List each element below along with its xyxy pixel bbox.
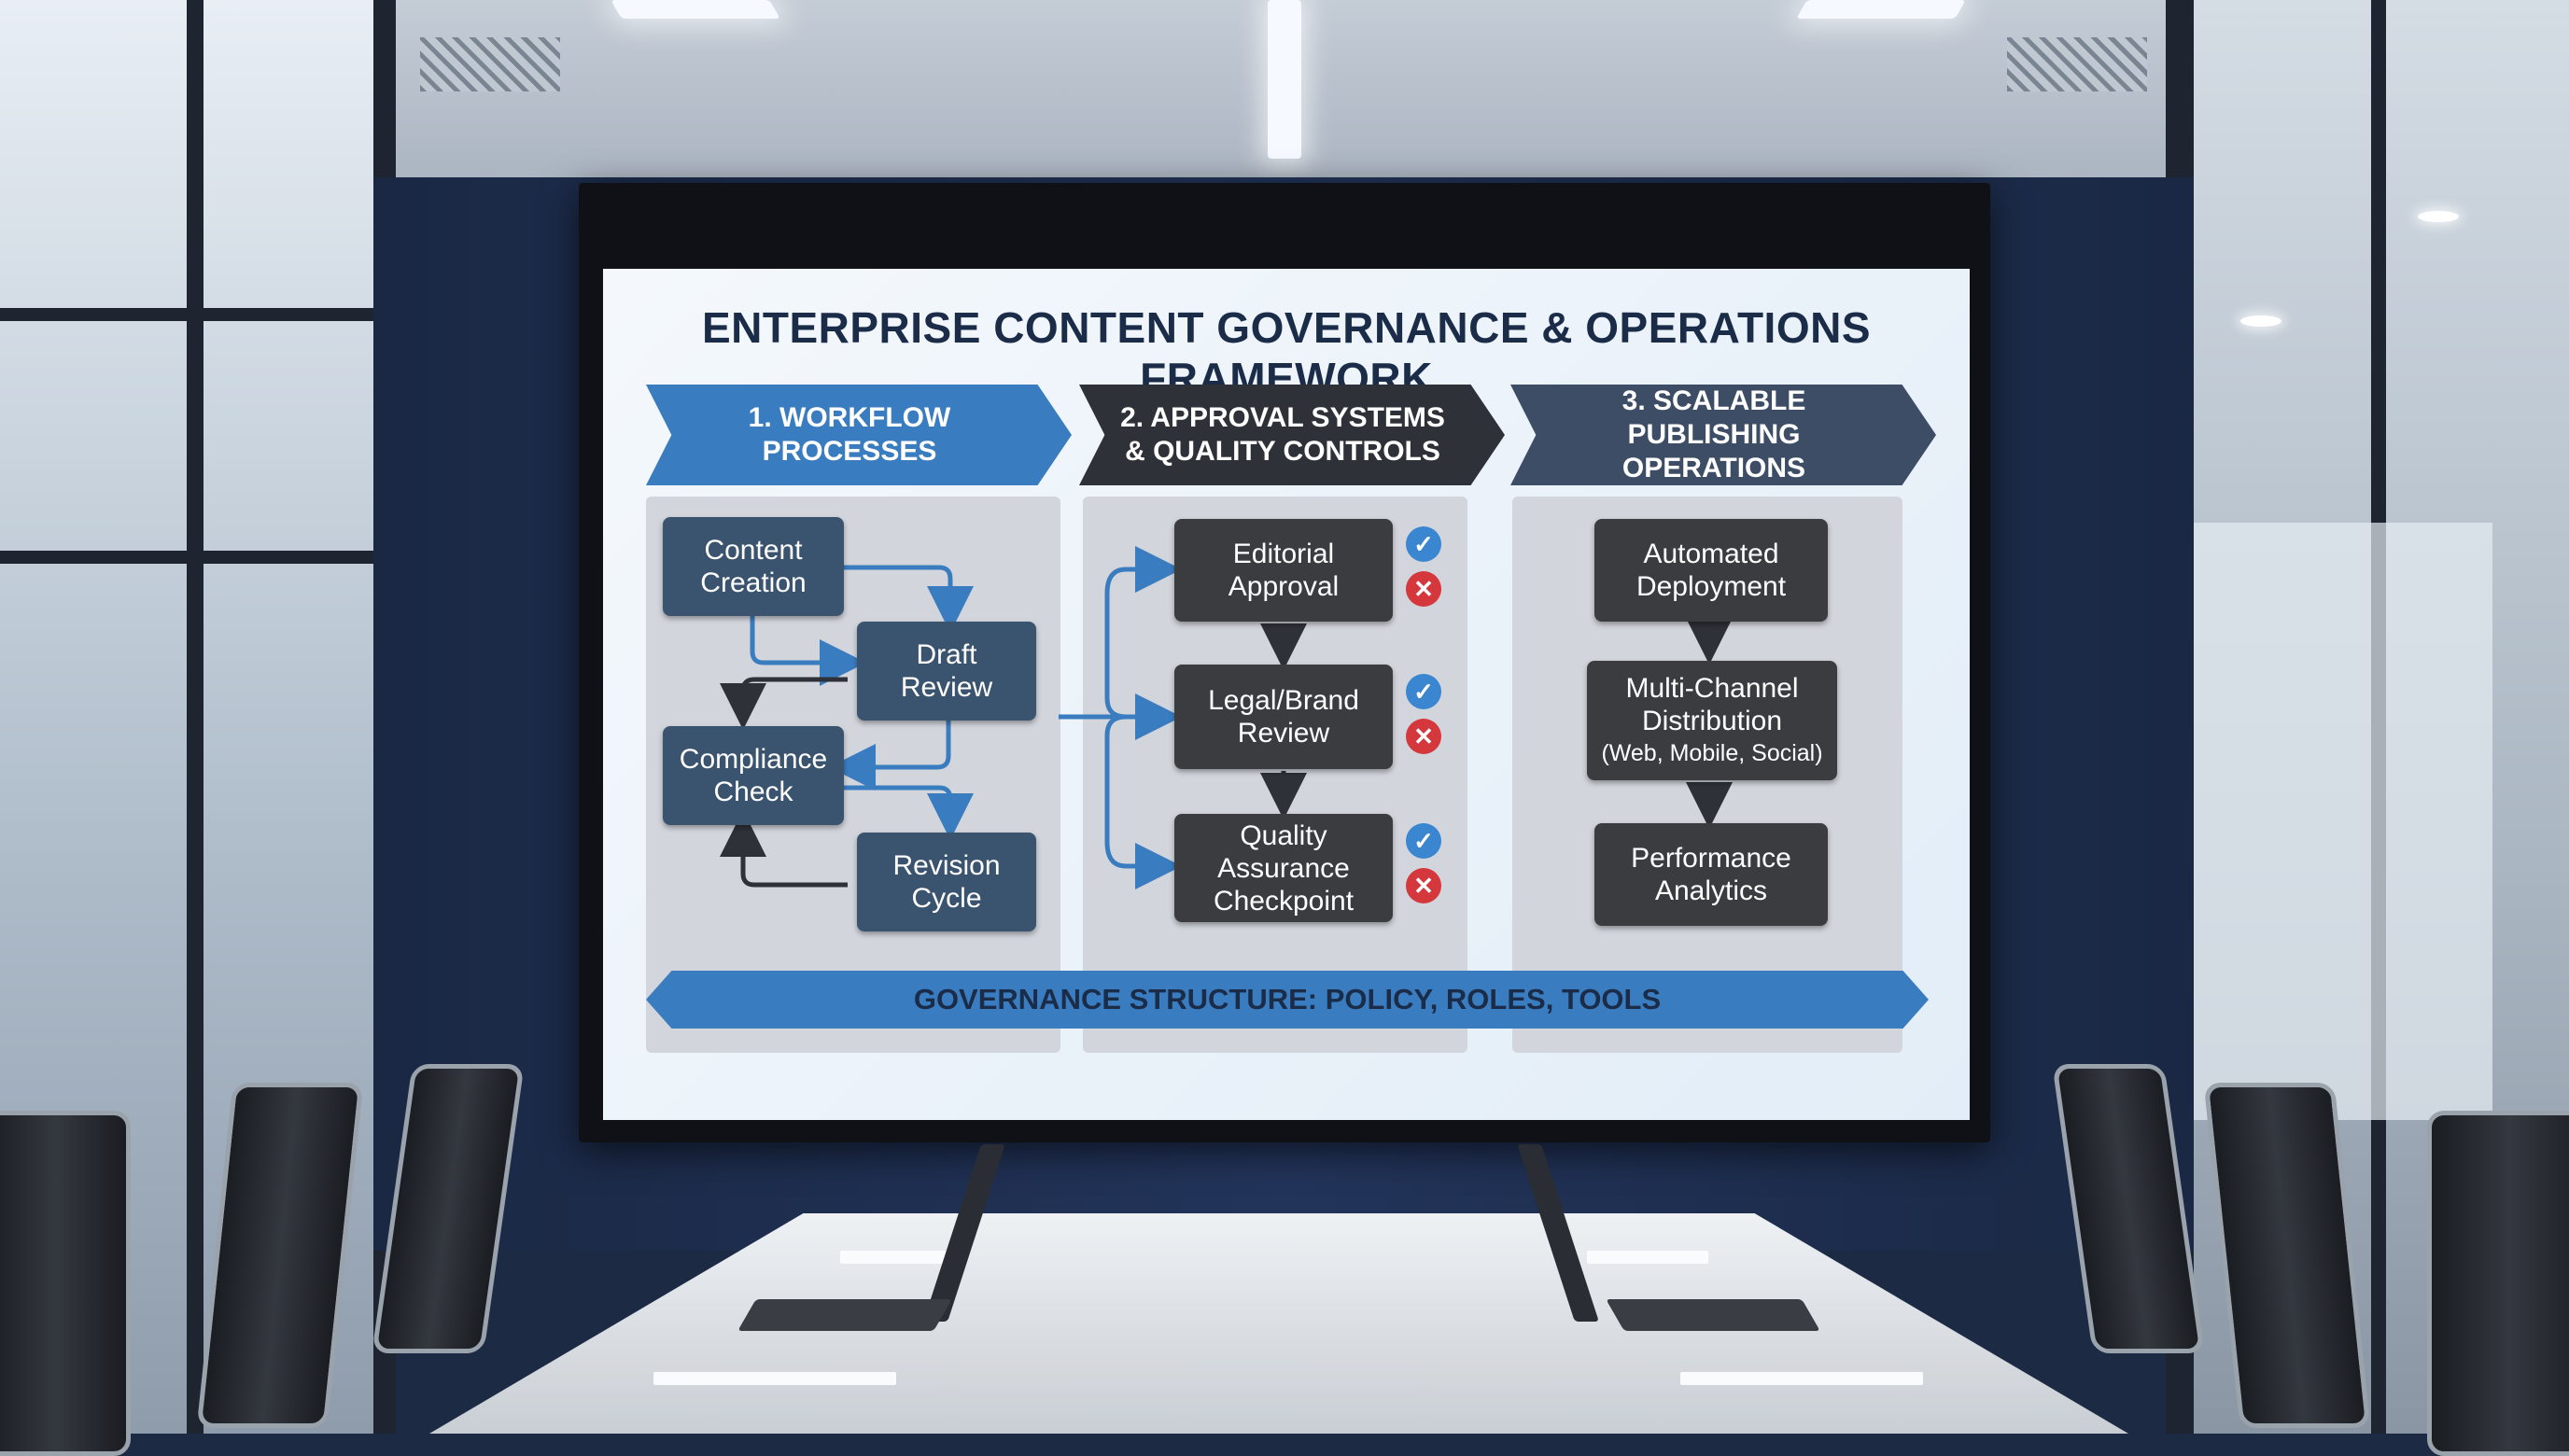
flow-arrow [829, 706, 951, 791]
flow-arrow [844, 785, 974, 840]
compliance-check-box: Compliance Check [663, 726, 844, 825]
check-icon: ✓ [1406, 674, 1441, 709]
laptop-base [737, 1299, 952, 1331]
multi-channel-distribution-box: Multi-Channel Distribution (Web, Mobile,… [1587, 661, 1837, 780]
editorial-approval-box: Editorial Approval [1174, 519, 1393, 622]
flow-arrow [844, 565, 974, 633]
legal-brand-review-box: Legal/Brand Review [1174, 665, 1393, 769]
flow-arrow [720, 810, 848, 888]
flow-arrow [750, 616, 866, 686]
window-mullion [187, 0, 204, 1434]
multi-channel-title: Multi-Channel Distribution [1625, 672, 1799, 736]
office-chair [0, 1111, 131, 1456]
performance-analytics-box: Performance Analytics [1594, 823, 1828, 926]
table-placard [1587, 1251, 1708, 1264]
quality-assurance-box: Quality Assurance Checkpoint [1174, 814, 1393, 922]
laptop-base [1606, 1299, 1820, 1331]
office-chair [2427, 1111, 2569, 1456]
check-icon: ✓ [1406, 526, 1441, 562]
section-label: 2. APPROVAL SYSTEMS & QUALITY CONTROLS [1120, 402, 1445, 467]
revision-cycle-box: Revision Cycle [857, 833, 1036, 931]
ceiling-light [611, 0, 780, 19]
window-mullion [0, 551, 392, 564]
multi-channel-subtitle: (Web, Mobile, Social) [1601, 739, 1823, 766]
reject-icon: ✕ [1406, 571, 1441, 607]
frosted-glass [2184, 523, 2492, 1120]
draft-review-box: Draft Review [857, 622, 1036, 721]
table-placard [653, 1372, 896, 1385]
flow-arrow [720, 677, 848, 730]
flow-arrow [1104, 546, 1182, 720]
reject-icon: ✕ [1406, 719, 1441, 754]
air-vent [2007, 37, 2147, 91]
presentation-slide: ENTERPRISE CONTENT GOVERNANCE & OPERATIO… [603, 269, 1970, 1120]
section-header-approval: 2. APPROVAL SYSTEMS & QUALITY CONTROLS [1079, 385, 1505, 485]
section-header-publishing: 3. SCALABLE PUBLISHING OPERATIONS [1510, 385, 1936, 485]
ceiling-light [1268, 0, 1301, 159]
window-mullion [0, 308, 392, 321]
automated-deployment-box: Automated Deployment [1594, 519, 1828, 622]
ceiling-downlight [2418, 211, 2459, 222]
content-creation-box: Content Creation [663, 517, 844, 616]
section-label: 1. WORKFLOW PROCESSES [748, 402, 951, 467]
section-label: 3. SCALABLE PUBLISHING OPERATIONS [1621, 385, 1806, 483]
reject-icon: ✕ [1406, 868, 1441, 903]
flow-arrows [720, 546, 1733, 889]
section-header-workflow: 1. WORKFLOW PROCESSES [646, 385, 1072, 485]
ceiling-downlight [2240, 315, 2281, 327]
flow-arrow [1104, 714, 1182, 889]
table-placard [1680, 1372, 1923, 1385]
slide-title: ENTERPRISE CONTENT GOVERNANCE & OPERATIO… [701, 303, 1872, 402]
governance-bar: GOVERNANCE STRUCTURE: POLICY, ROLES, TOO… [646, 971, 1929, 1029]
ceiling-light [1796, 0, 1966, 19]
air-vent [420, 37, 560, 91]
check-icon: ✓ [1406, 823, 1441, 859]
table-placard [840, 1251, 962, 1264]
